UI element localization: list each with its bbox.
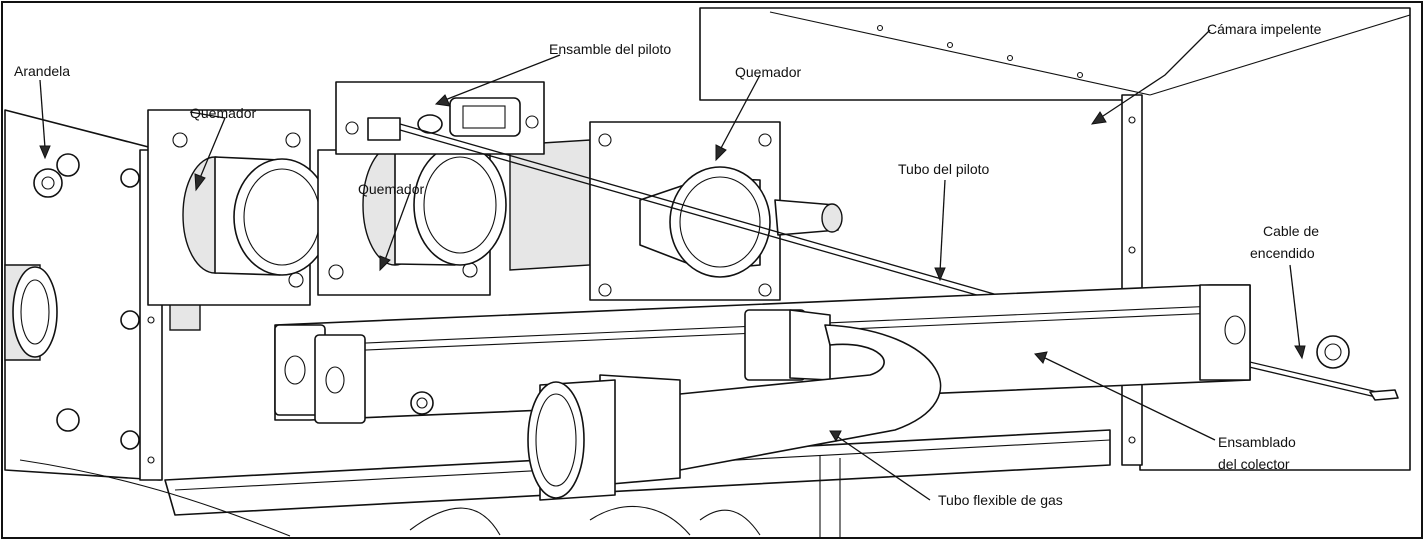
label-camara-impelente: Cámara impelente — [1207, 21, 1322, 37]
pilot-assembly — [335, 81, 545, 155]
label-cable-line1: Cable de — [1263, 223, 1319, 239]
label-quemador-right: Quemador — [735, 64, 801, 80]
flexible-gas-tube — [410, 309, 1350, 501]
left-burner — [147, 109, 331, 306]
leader-lines — [39, 29, 1306, 501]
label-cable-line2: encendido — [1250, 245, 1315, 261]
left-side-panel — [4, 109, 201, 481]
lower-details — [19, 455, 841, 538]
label-arandela: Arandela — [14, 63, 70, 79]
label-tubo-piloto: Tubo del piloto — [898, 161, 990, 177]
label-colector-line1: Ensamblado — [1218, 434, 1296, 450]
label-colector-line2: del colector — [1218, 456, 1290, 472]
label-quemador-left: Quemador — [190, 105, 256, 121]
label-quemador-center: Quemador — [358, 181, 424, 197]
center-burner — [317, 139, 591, 296]
label-ensamble-piloto: Ensamble del piloto — [549, 41, 671, 57]
label-tubo-gas: Tubo flexible de gas — [938, 492, 1063, 508]
